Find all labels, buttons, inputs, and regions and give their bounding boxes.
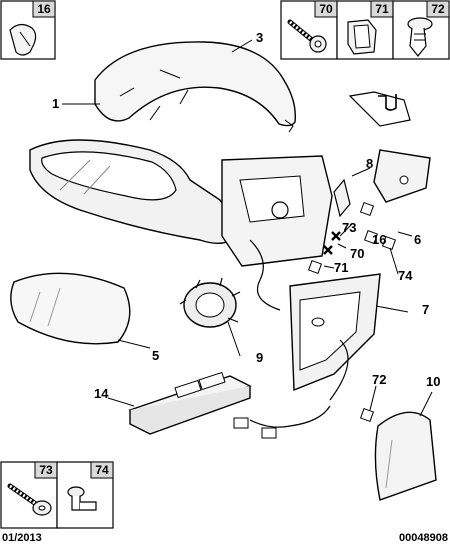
mirror-bracket (221, 155, 333, 311)
callout-7: 7 (422, 302, 429, 317)
cap-cover (374, 411, 437, 501)
box-71-label: 71 (375, 2, 389, 16)
box-72-label: 72 (431, 2, 445, 16)
callout-70: 70 (350, 246, 364, 261)
part-box-70: 70 (280, 0, 338, 60)
grommet-71-icon (347, 19, 377, 55)
clip-16-icon (9, 23, 37, 56)
callout-16: 16 (372, 232, 386, 247)
callout-14: 14 (94, 386, 109, 401)
mounting-plate (289, 273, 381, 401)
box-16-label: 16 (37, 2, 51, 16)
callout-72: 72 (372, 372, 386, 387)
callout-71: 71 (334, 260, 348, 275)
callout-1: 1 (52, 96, 59, 111)
part-box-16: 16 (0, 0, 56, 60)
part-box-73: 73 (0, 461, 58, 529)
screw-73-icon (7, 483, 52, 516)
callout-6: 6 (414, 232, 421, 247)
callout-5: 5 (152, 348, 159, 363)
callout-73: 73 (342, 220, 356, 235)
footer-code: 00048908 (399, 532, 448, 544)
mirror-glass (10, 272, 131, 345)
callout-74: 74 (398, 268, 413, 283)
mirror-housing (29, 139, 241, 244)
wiring-harness (233, 405, 331, 439)
box-73-label: 73 (39, 463, 53, 477)
callout-8: 8 (366, 156, 373, 171)
callout-9: 9 (256, 350, 263, 365)
fastener-markers (307, 201, 397, 423)
part-box-72: 72 (392, 0, 450, 60)
mirror-cover (94, 41, 296, 133)
part-box-71: 71 (336, 0, 394, 60)
leader-lines (62, 39, 433, 417)
window-switch (128, 371, 252, 435)
callout-10: 10 (426, 374, 440, 389)
callout-3: 3 (256, 30, 263, 45)
mirror-motor (179, 277, 241, 328)
footer-date: 01/2013 (2, 532, 42, 544)
stud-74-icon (67, 486, 97, 511)
rivet-72-icon (407, 17, 433, 57)
box-74-label: 74 (95, 463, 109, 477)
screw-70-icon (287, 19, 327, 53)
part-box-74: 74 (56, 461, 114, 529)
trim-seal (333, 91, 431, 218)
box-70-label: 70 (319, 2, 333, 16)
